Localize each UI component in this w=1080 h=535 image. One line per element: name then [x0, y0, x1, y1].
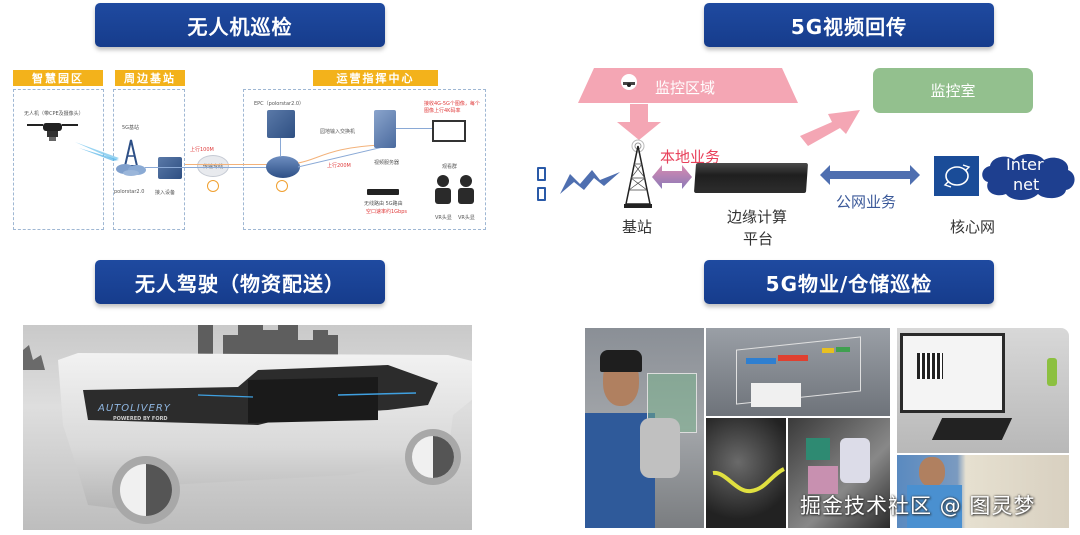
- qr-code: [917, 353, 943, 379]
- observers-label: 观看群: [442, 164, 458, 170]
- drone-inspection-title: 无人机巡检: [187, 14, 293, 39]
- video-backhaul-title: 5G视频回传: [790, 14, 908, 39]
- epc-label: EPC（polorstar2.0）: [254, 101, 305, 107]
- public-service-label: 公网业务: [836, 193, 897, 211]
- watermark-text: 掘金技术社区 @ 图灵梦: [800, 494, 1036, 518]
- internet-label-line1: Inter: [1006, 155, 1044, 174]
- links-to-server: [298, 144, 383, 168]
- zone-operations-center: [243, 89, 486, 230]
- monitor-area-label: 监控区域: [655, 79, 716, 97]
- green-bottle: [1047, 358, 1057, 386]
- local-service-label: 本地业务: [660, 148, 721, 166]
- base-station-tower-icon: [624, 139, 652, 208]
- local-service-arrow-icon: [652, 165, 692, 189]
- photo-worker-ar-glasses: [585, 328, 704, 528]
- wireless-router-label: 无线路由 5G路由: [364, 201, 403, 207]
- phone-icon-1: [537, 167, 546, 181]
- engine-highlight-path: [712, 467, 785, 494]
- down-arrow-icon: [617, 104, 661, 140]
- wiring-connector-pink: [808, 466, 838, 494]
- epc-device-icon: [267, 110, 295, 138]
- video-server-icon: [374, 110, 396, 148]
- local-switch-label: 园地输入交换机: [320, 129, 356, 135]
- panel-diagram: [751, 383, 801, 407]
- photo-factory-worker: [897, 455, 1069, 528]
- autonomous-driving-banner: 无人驾驶（物资配送）: [95, 260, 385, 304]
- vehicle-sub-text: POWERED BY FORD: [113, 416, 168, 422]
- wireless-router-icon: [367, 189, 399, 195]
- drone-icon: [27, 123, 78, 141]
- vr-headset-label-2: VR头显: [458, 215, 475, 221]
- access-device-label: 接入设备: [155, 190, 176, 196]
- ar-headset: [600, 350, 642, 372]
- vehicle-body-icon: [58, 353, 472, 524]
- vr-user-icon-1: [435, 175, 451, 204]
- polorstar-label: polorstar2.0: [114, 189, 145, 195]
- link-line-orange-1: [185, 164, 280, 165]
- worker-glove: [640, 418, 680, 478]
- uplink-100m-label: 上行100M: [190, 147, 214, 153]
- internet-label-line2: net: [1013, 175, 1040, 194]
- video-backhaul-banner: 5G视频回传: [704, 3, 994, 47]
- panel-tag-yellow: [822, 348, 834, 353]
- drone-label: 无人机（带CPE及摄像头）: [24, 111, 84, 117]
- uplink-200m-label: 上行200M: [327, 163, 351, 169]
- edge-server-icon: [693, 163, 809, 193]
- base-station-label: 基站: [622, 218, 653, 236]
- section-tag-operations-center: 运营指挥中心: [313, 70, 438, 86]
- transport-cloud-icon: [197, 155, 229, 177]
- drone-inspection-banner: 无人机巡检: [95, 3, 385, 47]
- factory-worker-body: [907, 485, 962, 528]
- autonomous-driving-title: 无人驾驶（物资配送）: [135, 271, 345, 296]
- section-tag-nearby-station: 周边基站: [115, 70, 185, 86]
- wiring-white-part: [840, 438, 870, 483]
- server-screen-line: [396, 128, 434, 129]
- edge-platform-label-line1: 边缘计算: [727, 208, 788, 226]
- wireless-beam-icon: [75, 142, 119, 161]
- monitor-room-label: 监控室: [930, 82, 976, 100]
- public-service-arrow-icon: [820, 165, 920, 185]
- zone-smart-park: [13, 89, 104, 230]
- epc-link-line: [280, 138, 281, 156]
- link-line-blue-1: [145, 167, 285, 168]
- vehicle-brand-text: AUTOLIVERY: [98, 403, 171, 414]
- access-device-icon: [158, 157, 182, 179]
- desktop-monitor: [900, 333, 1005, 413]
- photo-wiring: [788, 418, 890, 528]
- gnb-label: 5G基站: [122, 125, 140, 131]
- router-link-icon: [276, 180, 288, 192]
- delivery-vehicle-image: AUTOLIVERY POWERED BY FORD: [23, 325, 472, 530]
- downlink-note: 空口速率约1Gbps: [366, 209, 408, 215]
- screen-note: 接收4G-5G个图像，每个图像上行4K码率: [424, 101, 480, 114]
- factory-worker-head: [919, 457, 945, 487]
- property-inspection-title: 5G物业/仓储巡检: [765, 271, 933, 296]
- wiring-connector-green: [806, 438, 830, 460]
- core-network-label: 核心网: [950, 218, 996, 236]
- core-network-box: [934, 156, 979, 196]
- photo-desktop-qr: [897, 328, 1069, 453]
- transport-link-icon: [207, 180, 219, 192]
- desktop-keyboard: [931, 418, 1013, 440]
- monitor-screen-icon: [432, 120, 466, 142]
- wireless-signal-icon: [560, 170, 620, 194]
- panel-tag-blue: [746, 358, 776, 364]
- section-tag-smart-park: 智慧园区: [13, 70, 103, 86]
- internet-cloud-icon: [982, 154, 1075, 200]
- router-icon: [266, 156, 300, 178]
- edge-platform-label-line2: 平台: [743, 230, 774, 248]
- monitor-room-box: 监控室: [873, 68, 1033, 113]
- photo-electrical-panel: [706, 328, 890, 416]
- video-server-label: 视频服务器: [374, 160, 400, 166]
- panel-tag-red: [778, 355, 808, 361]
- vr-user-icon-2: [458, 175, 474, 204]
- core-network-icon: [943, 164, 970, 188]
- vr-headset-label-1: VR头显: [435, 215, 452, 221]
- dome-camera-icon: [621, 74, 637, 90]
- property-inspection-banner: 5G物业/仓储巡检: [704, 260, 994, 304]
- panel-tag-green: [836, 347, 850, 352]
- diagonal-arrow-icon: [800, 110, 860, 146]
- photo-engine-bay: [706, 418, 786, 528]
- cell-tower-icon: [116, 139, 146, 176]
- phone-icon-2: [537, 187, 546, 201]
